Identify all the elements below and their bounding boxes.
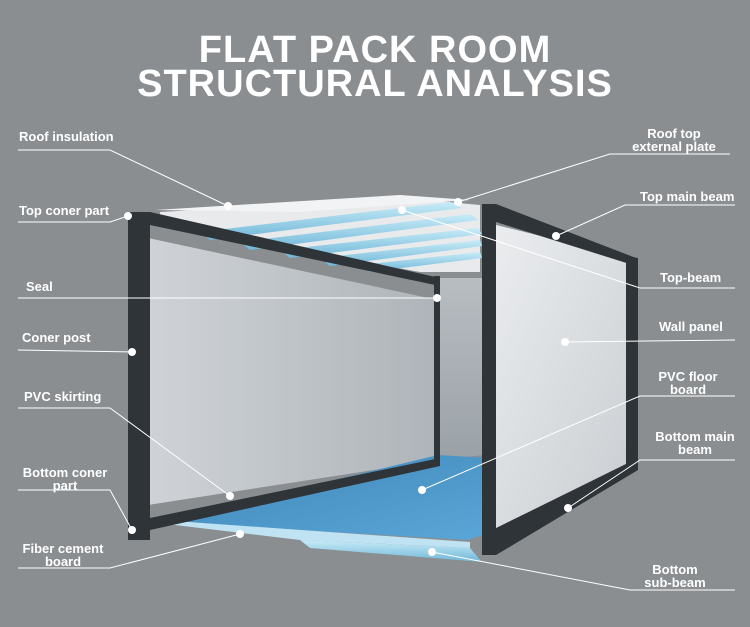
top-main-beam-left: [128, 212, 440, 286]
leader-roof-top-external-plate: [457, 153, 730, 203]
leader-bottom-sub-beam: [431, 551, 735, 591]
leader-wall-panel: [564, 339, 736, 343]
label-roof-top-external-plate-line1: Roof top: [647, 126, 701, 141]
label-bottom-main-beam-line2: beam: [678, 442, 712, 457]
label-bottom-coner-part-line2: part: [52, 478, 78, 493]
fiber-cement-board: [150, 520, 470, 548]
corner-post-left: [128, 212, 150, 540]
label-fiber-cement-board: Fiber cement board: [17, 542, 109, 568]
right-wall-panel: [484, 222, 630, 535]
label-bottom-main-beam-line1: Bottom main: [655, 429, 735, 444]
label-fiber-cement-board-line2: board: [44, 554, 82, 569]
back-wall: [438, 278, 484, 460]
label-bottom-sub-beam-line2: sub-beam: [644, 575, 706, 590]
leader-fiber-cement-board: [18, 533, 241, 569]
floor-board: [160, 455, 488, 540]
label-top-main-beam: Top main beam: [640, 189, 735, 204]
label-bottom-sub-beam: Bottom sub-beam: [640, 563, 710, 589]
leader-top-beam: [401, 209, 735, 289]
label-pvc-floor-board: PVC floor board: [652, 370, 724, 396]
title-line-2: STRUCTURAL ANALYSIS: [137, 63, 613, 105]
label-top-coner-part: Top coner part: [19, 203, 110, 218]
label-top-beam: Top-beam: [660, 270, 722, 285]
back-corner-post: [434, 276, 440, 462]
leader-top-main-beam: [555, 204, 735, 237]
label-roof-top-external-plate-line2: external plate: [632, 139, 716, 154]
leader-coner-post: [17, 349, 133, 353]
roof-insulation: [155, 195, 470, 212]
label-pvc-floor-board-line2: board: [669, 382, 707, 397]
label-bottom-coner-part: Bottom coner part: [19, 466, 111, 492]
left-wall-panel: [148, 238, 438, 505]
label-bottom-sub-beam-line1: Bottom: [652, 562, 698, 577]
label-roof-top-external-plate: Roof top external plate: [622, 127, 726, 153]
leader-pvc-floor-board: [421, 395, 735, 491]
label-seal: Seal: [26, 279, 53, 294]
leader-roof-insulation: [18, 149, 229, 207]
label-bottom-coner-part-line1: Bottom coner: [22, 465, 108, 480]
bottom-sub-beam: [300, 540, 482, 562]
leader-bottom-main-beam: [567, 459, 735, 509]
leader-top-coner-part: [18, 215, 129, 223]
bottom-main-beam-right: [482, 462, 638, 555]
label-pvc-skirting: PVC skirting: [24, 389, 102, 404]
label-pvc-floor-board-line1: PVC floor: [658, 369, 718, 384]
label-fiber-cement-board-line1: Fiber cement: [22, 541, 104, 556]
bottom-main-beam-left: [128, 458, 440, 540]
label-coner-post: Coner post: [22, 330, 91, 345]
corner-post-right-back: [626, 256, 638, 470]
corner-post-right: [482, 204, 496, 555]
label-bottom-main-beam: Bottom main beam: [648, 430, 742, 456]
label-roof-insulation: Roof insulation: [19, 129, 114, 144]
leader-pvc-skirting: [18, 407, 231, 497]
title-line-1: FLAT PACK ROOM: [198, 29, 552, 71]
top-beams: [200, 202, 482, 272]
leader-bottom-coner-part: [18, 489, 133, 531]
label-wall-panel: Wall panel: [659, 319, 723, 334]
